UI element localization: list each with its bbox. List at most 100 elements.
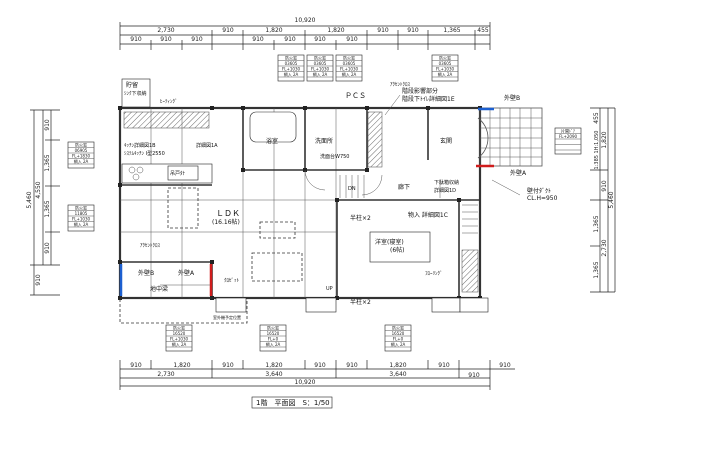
annotations: 貯留 ｼﾝｸ下収納 ﾋｰﾃｨﾝｸﾞ ｷｯﾁﾝ詳細図1B ｼｽﾃﾑｷｯﾁﾝ I型2…	[121, 78, 558, 320]
room-storage: 物入 詳細図1C	[408, 211, 448, 219]
note: 室外機予定位置	[213, 314, 241, 320]
window-tag-text: 防火窓	[173, 325, 185, 331]
window-tag-text: 網入 2A	[284, 71, 299, 77]
dim-bottom: 910	[468, 372, 480, 379]
note: 階段下ﾄｲﾚ詳細図1E	[402, 95, 455, 103]
window-tag-text: FL+1830	[72, 154, 91, 159]
room-labels: ＬＤＫ (16.16帖) 浴室 洗面所 玄関 廊下 洋室(寝室) (6帖) 物入…	[150, 92, 452, 293]
window-tag-text: 網入 2A	[74, 158, 89, 164]
dim-top: 1,820	[265, 27, 282, 34]
window-tag-text: 03605	[285, 61, 298, 66]
window-tag-frame	[165, 324, 193, 352]
note: ﾋｰﾃｨﾝｸﾞ	[160, 98, 178, 105]
note: ｷｯﾁﾝ詳細図1B	[124, 142, 156, 149]
dim-bottom: 910	[314, 362, 326, 369]
note: ｼｽﾃﾑｷｯﾁﾝ I型2550	[124, 150, 165, 157]
note: UP	[326, 286, 333, 292]
note: 詳細図1A	[196, 142, 218, 149]
window-tag-text: 防火窓	[285, 55, 297, 61]
note: 下駄箱収納	[434, 179, 459, 186]
dim-bottom: 3,640	[389, 371, 406, 378]
note: ｱｸｾﾝﾄｸﾛｽ	[390, 82, 411, 88]
dim-right: 1:385 1H:1,050	[594, 131, 600, 170]
window-tag-text: 防火窓	[314, 55, 326, 61]
window-tag-text: 16520	[267, 331, 280, 336]
note: 吊戸ﾀﾅ	[170, 171, 186, 177]
dim-bottom: 910	[222, 362, 234, 369]
window-tag-text: FL+1030	[170, 337, 189, 342]
window-tag-frame	[554, 127, 582, 155]
dim-right: 1,365	[593, 261, 600, 278]
dim-right: 1,365	[593, 215, 600, 232]
window-tag-text: 網入 2A	[391, 341, 406, 347]
dim-right-total: 5,460	[608, 191, 615, 208]
room-bedroom-area: (6帖)	[390, 246, 405, 254]
window-tag-frame	[431, 54, 459, 82]
note: 階段影響部分	[402, 87, 438, 95]
dim-left: 910	[35, 274, 42, 286]
window-tag-text: 網入 2A	[313, 71, 328, 77]
dim-top: 910	[130, 36, 142, 43]
window-tag-text: 網入 2A	[266, 341, 281, 347]
dim-left: 1,365	[44, 200, 51, 217]
window-tag-frame	[277, 54, 305, 82]
dim-bottom: 1,820	[265, 362, 282, 369]
note: ﾌﾛｰﾘﾝｸﾞ	[425, 270, 443, 277]
window-tag-text: 防火窓	[75, 142, 87, 148]
dim-bottom: 910	[499, 362, 511, 369]
dim-top: 910	[160, 36, 172, 43]
dim-top: 910	[346, 36, 358, 43]
dim-bottom: 1,820	[173, 362, 190, 369]
dim-bottom: 910	[438, 362, 450, 369]
dim-top: 1,365	[443, 27, 460, 34]
window-tag-frame	[306, 54, 334, 82]
window-tag-text: 防火窓	[267, 325, 279, 331]
dim-top: 910	[191, 36, 203, 43]
note: 壁付ﾀﾞｸﾄ	[527, 187, 551, 195]
room-bedroom: 洋室(寝室)	[375, 238, 404, 246]
note: ｸﾛｾﾞｯﾄ	[224, 277, 240, 284]
note: 外壁A	[178, 269, 195, 277]
window-tag-text: 網入 2A	[438, 71, 453, 77]
window-tag-text: 防火窓	[392, 325, 404, 331]
window-tag-text: 11805	[75, 211, 88, 216]
window-tag-text: FL+1030	[436, 67, 455, 72]
dim-right: 910	[601, 180, 608, 192]
note: DN	[348, 186, 356, 192]
pcs-label: ＰＣＳ	[345, 92, 366, 100]
dim-left-sub: 4,550	[35, 181, 42, 198]
window-tag-text: 網入 2A	[172, 341, 187, 347]
window-tag-frame	[384, 324, 412, 352]
dim-right: 2,730	[601, 239, 608, 256]
grade-beam-label: 地中梁	[150, 285, 168, 293]
room-ldk-area: (16.16帖)	[212, 218, 240, 226]
left-dimensions: 5,460 4,550 910 1,365 1,365 910 910	[26, 109, 60, 296]
note: ｱｸｾﾝﾄｸﾛｽ	[140, 243, 161, 249]
dim-left-total: 5,460	[26, 191, 33, 208]
dim-left: 910	[44, 119, 51, 131]
dim-bottom: 2,730	[157, 371, 174, 378]
note: ｼﾝｸ下収納	[124, 90, 147, 97]
window-tag-text: FL+2090	[559, 134, 578, 139]
dim-bottom-total: 10,920	[295, 379, 316, 386]
window-tag-text: 03605	[343, 61, 356, 66]
window-tag-text: FL+1030	[340, 67, 359, 72]
note: 外壁B	[504, 94, 520, 102]
window-tag-text: 03605	[439, 61, 452, 66]
note: 外壁B	[138, 269, 154, 277]
dim-right: 1,820	[601, 131, 608, 148]
window-tag-text: 防火窓	[439, 55, 451, 61]
window-tag-text: 防火窓	[343, 55, 355, 61]
dim-right: 455	[593, 112, 600, 124]
window-tag-frame	[335, 54, 363, 82]
